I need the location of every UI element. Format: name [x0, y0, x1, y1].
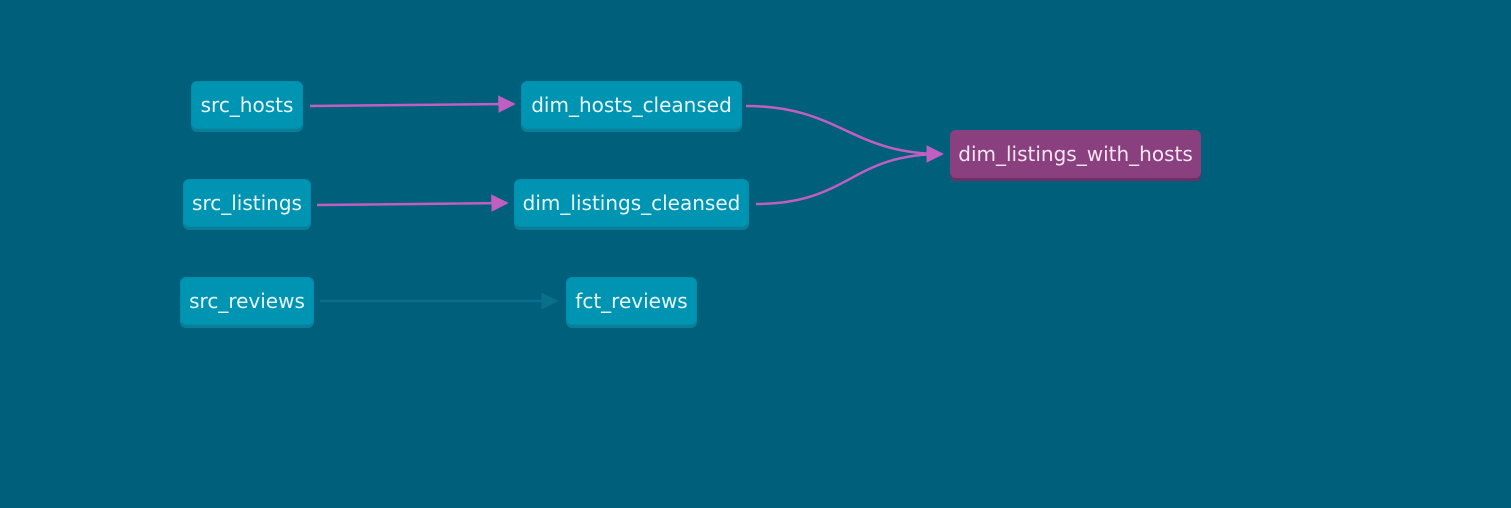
edge-dim-listings-cleansed-to-dim-listings-with-hosts — [755, 145, 944, 206]
edge-src-hosts-to-dim-hosts-cleansed — [309, 95, 516, 113]
edge-src-listings-to-dim-listings-cleansed — [316, 194, 509, 212]
node-src-listings[interactable]: src_listings — [183, 179, 311, 227]
node-src-hosts[interactable]: src_hosts — [191, 81, 303, 129]
node-dim-listings-with-hosts[interactable]: dim_listings_with_hosts — [950, 130, 1201, 178]
node-fct-reviews[interactable]: fct_reviews — [566, 277, 697, 325]
node-dim-hosts-cleansed[interactable]: dim_hosts_cleansed — [521, 81, 742, 129]
edge-dim-hosts-cleansed-to-dim-listings-with-hosts — [745, 104, 944, 163]
node-src-reviews[interactable]: src_reviews — [180, 277, 314, 325]
node-dim-listings-cleansed[interactable]: dim_listings_cleansed — [514, 179, 749, 227]
